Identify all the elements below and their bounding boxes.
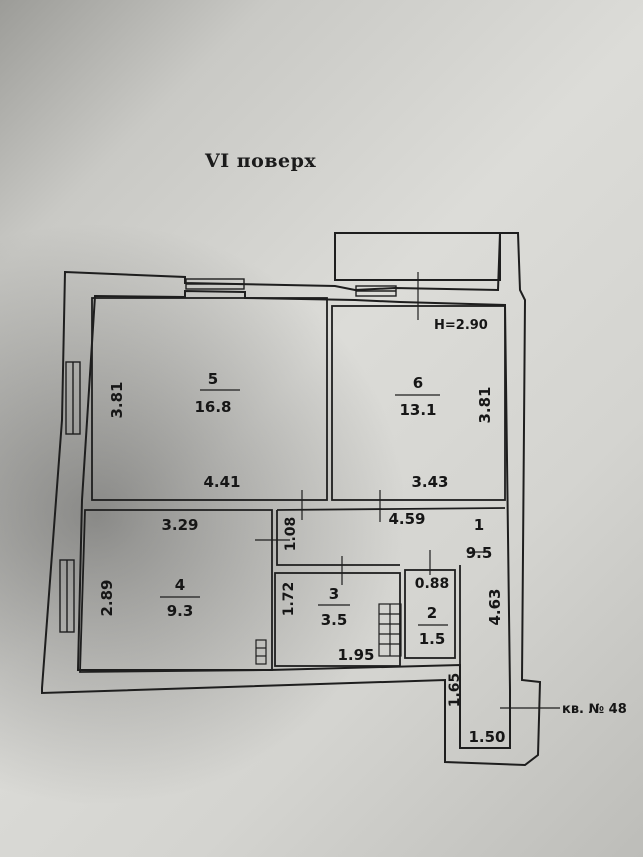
- plan-walls: [41, 232, 542, 767]
- corridor-height-dim: 1.08: [283, 517, 299, 552]
- room2-area: 1.5: [419, 630, 446, 648]
- room4-width-dim: 3.29: [161, 516, 198, 534]
- wc-width-dim: 0.88: [415, 576, 450, 592]
- room5-outline: [91, 297, 328, 501]
- room3-number: 3: [329, 585, 339, 603]
- small-shaft: [255, 639, 267, 665]
- entry-width-dim: 1.50: [468, 728, 505, 746]
- room1-area: 9.5: [466, 544, 493, 562]
- outer-wall-outer: [41, 232, 542, 767]
- apartment-label: кв. № 48: [562, 702, 627, 717]
- room4-outline: [79, 509, 273, 673]
- corridor-top: [276, 507, 506, 511]
- room5-number: 5: [208, 370, 218, 388]
- hall-height-dim: 4.63: [486, 588, 504, 625]
- room6-area: 13.1: [399, 401, 436, 419]
- entry-height-dim: 1.65: [447, 673, 463, 708]
- room6-height-dim: 3.81: [476, 386, 494, 423]
- room3-area: 3.5: [321, 611, 348, 629]
- room1-number: 1: [474, 516, 484, 534]
- room5-height-dim: 3.81: [108, 381, 126, 418]
- balcony-outline: [334, 232, 501, 281]
- bath-width-dim: 1.95: [337, 646, 374, 664]
- room4-height-dim: 2.89: [98, 579, 116, 616]
- windows: [59, 278, 397, 633]
- room4-area: 9.3: [167, 602, 194, 620]
- corridor-bottom: [276, 510, 400, 566]
- room4-number: 4: [175, 576, 185, 594]
- room6-width-dim: 3.43: [411, 473, 448, 491]
- ceiling-height-label: H=2.90: [434, 318, 488, 333]
- floor-title: VI поверх: [205, 150, 317, 172]
- bath-height-dim: 1.72: [281, 582, 297, 617]
- room3-outline: [274, 572, 401, 667]
- corridor-width-dim: 4.59: [388, 510, 425, 528]
- room6-number: 6: [413, 374, 423, 392]
- outer-wall-inner: [76, 289, 511, 749]
- fixtures: [160, 272, 560, 709]
- room5-width-dim: 4.41: [203, 473, 240, 491]
- room2-number: 2: [427, 604, 437, 622]
- room5-area: 16.8: [194, 398, 231, 416]
